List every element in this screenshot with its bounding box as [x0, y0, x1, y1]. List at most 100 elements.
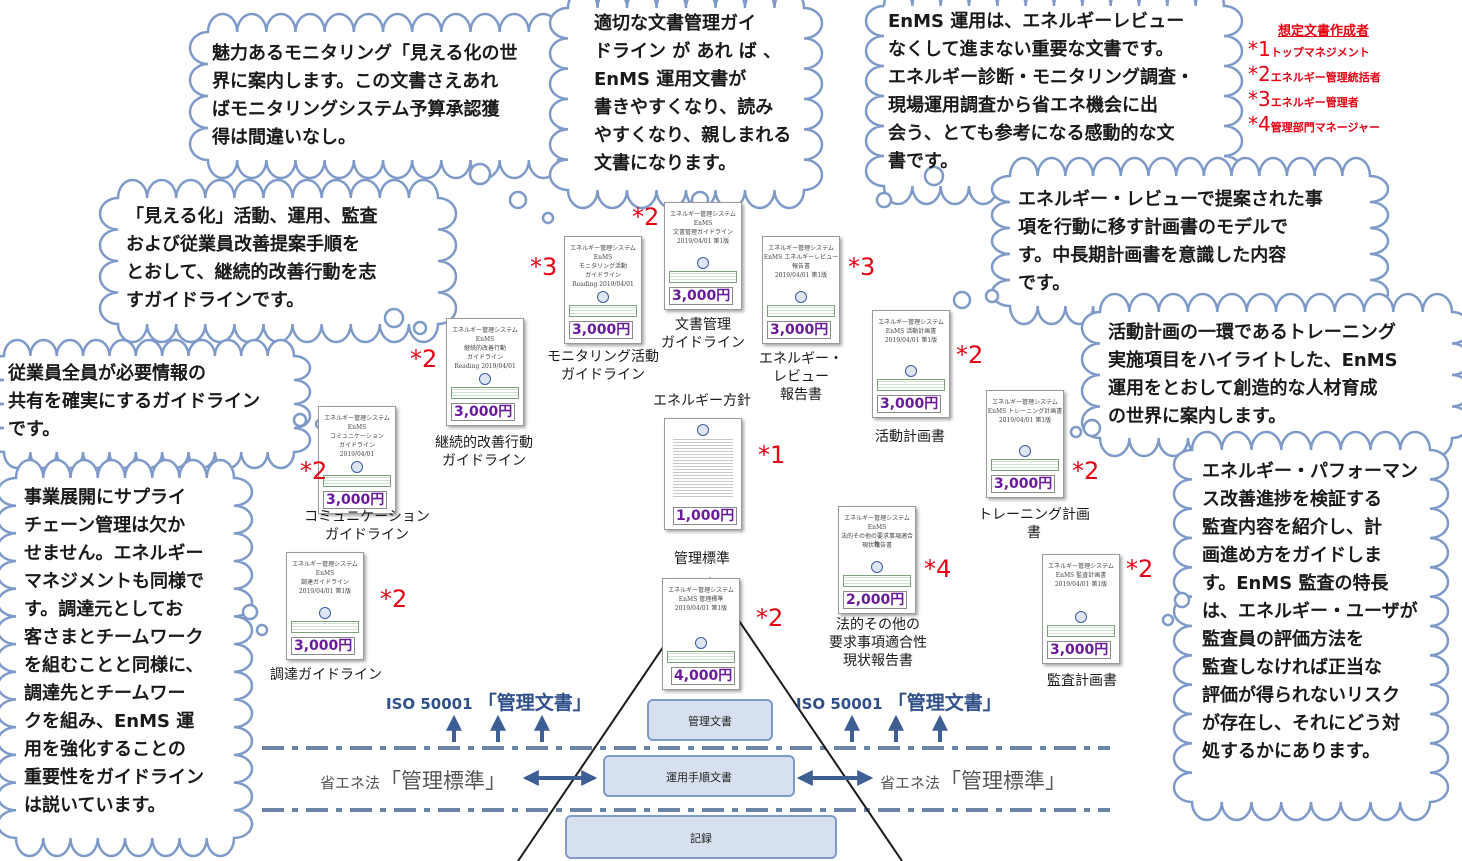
cloud-communication: 従業員全員が必要情報の共有を確実にするガイドラインです。	[8, 360, 260, 444]
doc-cover-text: EnMS 活動計画書	[885, 328, 937, 335]
doc-label-standard: 管理標準	[650, 550, 754, 568]
thought-bubble	[875, 191, 893, 209]
cloud-energy-review: EnMS 運用は、エネルギーレビューなくして進まない重要な文書です。エネルギー診…	[888, 8, 1194, 176]
legend-item: *2エネルギー管理統括者	[1248, 63, 1381, 89]
cloud-line: エネルギー・レビューで提案された事	[1018, 189, 1323, 210]
cloud-line: 魅力あるモニタリング「見える化の世	[212, 43, 518, 64]
author-tag: *2	[632, 203, 660, 231]
doc-table	[667, 651, 735, 663]
thought-bubble	[241, 603, 259, 621]
doc-cover-text: エネルギー管理システム	[878, 319, 944, 326]
doc-label-review: エネルギー・レビュー報告書	[756, 350, 846, 404]
cloud-line: 得は間違いなし。	[212, 127, 356, 148]
doc-label-line: モニタリング活動	[547, 349, 659, 365]
pyramid-middle-label: 運用手順文書	[666, 771, 732, 784]
seal-icon	[1019, 445, 1031, 457]
cloud-line: 活動計画の一環であるトレーニング	[1108, 322, 1396, 343]
doc-cover-text: 法的その他の要求事項適合性	[840, 533, 913, 548]
author-tag: *3	[530, 253, 558, 281]
doc-label-line: ガイドライン	[561, 367, 645, 383]
doc-cover-text: 文書管理ガイドライン	[672, 229, 733, 236]
cloud-line: エネルギー診断・モニタリング調査・	[888, 67, 1194, 88]
doc-price: 3,000円	[1047, 641, 1112, 659]
doc-label-line: 文書管理	[675, 317, 731, 333]
doc-cover-text: エネルギー管理システム	[844, 515, 910, 522]
cloud-line: 書きやすくなり、読み	[594, 97, 774, 118]
doc-cover-text: エネルギー管理システム	[324, 415, 390, 422]
legend-item-text: エネルギー管理者	[1270, 96, 1359, 109]
thought-bubble	[383, 307, 405, 329]
doc-table	[1047, 625, 1115, 637]
iso-label-right: ISO 50001 「管理文書」	[796, 688, 1002, 715]
cloud-line: 適切な文書管理ガイ	[594, 13, 756, 34]
doc-cover-text: エネルギー管理システム	[452, 327, 518, 334]
cloud-line: ばモニタリングシステム予算承認獲	[212, 99, 500, 120]
cloud-line: チェーン管理は欠か	[24, 515, 186, 536]
legend-item-text: 管理部門マネージャー	[1270, 121, 1380, 134]
doc-table	[991, 459, 1059, 471]
iso-label-left-prefix: ISO 50001	[386, 695, 473, 713]
doc-cover-text: 継続的改善行動	[463, 345, 506, 352]
cloud-shape	[1172, 430, 1450, 822]
cloud-line: 項を行動に移す計画書のモデルで	[1018, 217, 1288, 238]
doc-price: 1,000円	[673, 507, 738, 525]
cloud-line: クを組み、EnMS 運	[24, 711, 195, 732]
doc-price: 3,000円	[991, 475, 1056, 493]
doc-cover-text: Reading 2019/04/01	[454, 363, 516, 370]
thought-bubble	[952, 290, 972, 310]
seal-icon	[695, 637, 707, 649]
doc-cover-text: 2019/04/01 第1版	[1054, 581, 1108, 588]
cloud-line: す。調達元としてお	[24, 599, 184, 620]
cloud-line: ス改善進捗を検証する	[1202, 489, 1382, 510]
doc-price: 3,000円	[669, 287, 734, 305]
doc-table	[767, 305, 835, 317]
cloud-line: 監査員の評価方法を	[1202, 629, 1364, 650]
doc-price: 2,000円	[843, 591, 908, 609]
doc-body-lines	[673, 437, 733, 499]
thought-bubble	[255, 623, 269, 637]
pyramid-tiers	[565, 699, 837, 859]
doc-cover-text: エネルギー管理システム	[668, 587, 734, 594]
cloud-line: 実施項目をハイライトした、EnMS	[1108, 350, 1398, 371]
legend-item-mark: *4	[1248, 112, 1271, 136]
cloud-line: やすくなり、親しまれる	[594, 125, 792, 146]
iso-label-left: ISO 50001 「管理文書」	[386, 688, 592, 715]
thought-bubble	[923, 165, 945, 187]
doc-label-line: トレーニング計画書	[978, 507, 1090, 541]
doc-cover-text: Reading 2019/04/01	[572, 281, 634, 288]
doc-cover-text: EnMS 監査計画書	[1055, 572, 1107, 579]
doc-cover-text: EnMS トレーニング計画書	[987, 408, 1063, 415]
cloud-line: および従業員改善提案手順を	[126, 234, 360, 255]
doc-label-line: エネルギー方針	[653, 393, 751, 409]
seal-icon	[351, 461, 363, 473]
doc-label-line: 活動計画書	[875, 429, 945, 445]
thought-bubble	[1173, 591, 1191, 609]
iso-label-left-big: 「管理文書」	[477, 692, 592, 714]
legend-title: 想定文書作成者	[1278, 24, 1370, 39]
seal-icon	[905, 365, 917, 377]
doc-label-procurement: 調達ガイドライン	[256, 666, 396, 684]
doc-table	[323, 475, 391, 487]
doc-cover-text: 2019/04/01 第1版	[998, 417, 1052, 424]
doc-cover-text: エネルギー管理システム	[670, 211, 736, 218]
cloud-shape	[548, 0, 824, 210]
doc-label-audit: 監査計画書	[1024, 672, 1140, 690]
thought-bubble	[541, 211, 555, 225]
cloud-line: 事業展開にサプライ	[24, 487, 186, 508]
doc-label-doc_mgmt: 文書管理ガイドライン	[648, 316, 758, 352]
doc-cover-text: コミュニケーション	[330, 433, 384, 440]
doc-label-line: 現状報告書	[843, 653, 913, 669]
cloud-line: 重要性をガイドライン	[24, 767, 204, 788]
cloud-line: ドライン が あれ ば 、	[594, 41, 782, 62]
iso-label-right-big: 「管理文書」	[887, 692, 1002, 714]
doc-cover-text: 2019/04/01 第1版	[674, 605, 728, 612]
doc-label-line: エネルギー・	[759, 351, 843, 367]
cloud-line: 客さまとチームワーク	[24, 627, 204, 648]
doc-label-line: 調達ガイドライン	[270, 667, 382, 683]
cloud-line: す。EnMS 監査の特長	[1202, 573, 1389, 594]
author-tag: *4	[924, 555, 952, 583]
